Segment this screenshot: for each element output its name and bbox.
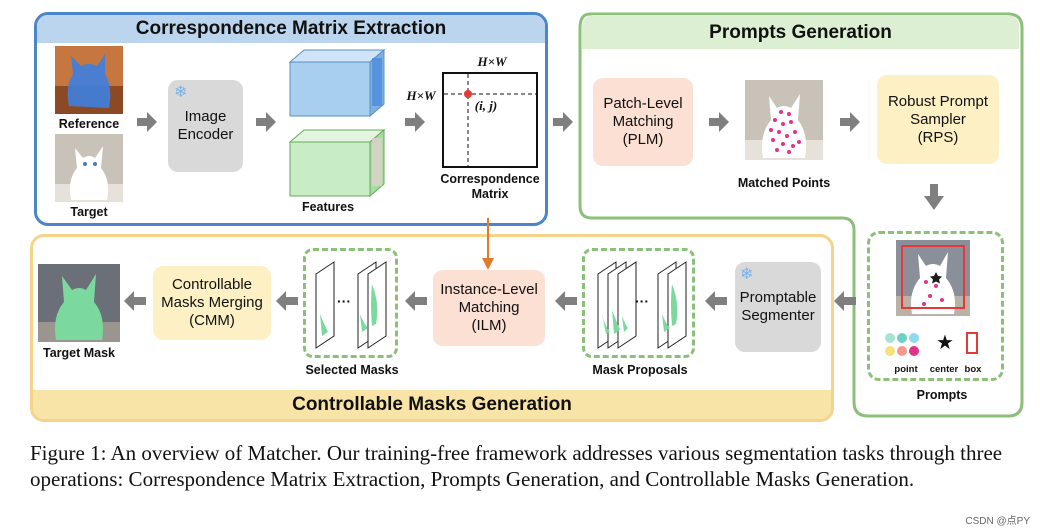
arrow-rps-to-prompts xyxy=(924,184,944,210)
arrow-ilm-to-selected xyxy=(405,291,427,311)
plm-box: Patch-Level Matching (PLM) xyxy=(593,78,693,166)
cmg-panel xyxy=(30,234,834,422)
prompts-dashed-box xyxy=(867,231,1004,381)
rps-box: Robust Prompt Sampler (RPS) xyxy=(877,75,999,164)
mask-proposals-stack xyxy=(597,261,687,349)
matrix-ij-label: (i, j) xyxy=(474,98,498,113)
prompts-image xyxy=(896,240,970,316)
image-encoder-box: Image Encoder xyxy=(168,80,243,172)
legend-point-label: point xyxy=(894,364,918,375)
corr-matrix-label: Correspondence Matrix xyxy=(440,172,540,201)
mask-proposals-label: Mask Proposals xyxy=(592,363,688,377)
legend-center-label: center xyxy=(929,364,959,375)
arrow-prompts-to-segmenter xyxy=(834,291,856,311)
arrow-images-to-encoder xyxy=(137,112,157,132)
segmenter-label: Promptable Segmenter xyxy=(739,289,817,324)
pg-panel xyxy=(578,12,1024,418)
selected-masks-ellipsis: ··· xyxy=(337,293,351,309)
matched-points-label: Matched Points xyxy=(737,176,831,190)
selected-masks-label: Selected Masks xyxy=(305,363,399,377)
arrow-cme-to-pg xyxy=(553,112,573,132)
arrow-proposals-to-ilm xyxy=(555,291,577,311)
cmg-header: Controllable Masks Generation xyxy=(33,390,831,419)
cmg-title: Controllable Masks Generation xyxy=(292,394,572,415)
image-encoder-label: Image Encoder xyxy=(177,108,234,143)
pg-header: Prompts Generation xyxy=(582,15,1019,49)
figure-caption: Figure 1: An overview of Matcher. Our tr… xyxy=(30,441,1003,491)
feature-cube-reference xyxy=(288,48,386,118)
cmm-box: Controllable Masks Merging (CMM) xyxy=(153,266,271,340)
matched-points-image xyxy=(745,80,823,160)
arrow-selected-to-cmm xyxy=(276,291,298,311)
arrow-segmenter-to-proposals xyxy=(705,291,727,311)
prompts-label: Prompts xyxy=(916,388,968,402)
snowflake-icon-encoder: ❄ xyxy=(174,84,188,101)
cme-title: Correspondence Matrix Extraction xyxy=(135,18,447,39)
selected-masks-dashed-box xyxy=(303,248,398,358)
target-mask-label: Target Mask xyxy=(42,346,115,360)
ilm-label: Instance-Level Matching (ILM) xyxy=(440,281,538,334)
matrix-hw-left: H×W xyxy=(406,88,436,103)
cmm-label: Controllable Masks Merging (CMM) xyxy=(161,276,263,329)
arrow-cmm-to-target-mask xyxy=(124,291,146,311)
target-image xyxy=(55,134,123,202)
correspondence-matrix xyxy=(442,72,538,168)
arrow-encoder-to-features xyxy=(256,112,276,132)
arrow-plm-to-points xyxy=(709,112,729,132)
legend-box-label: box xyxy=(964,364,982,375)
mask-proposals-ellipsis: ··· xyxy=(635,293,649,309)
target-mask-image xyxy=(38,264,120,342)
pg-title: Prompts Generation xyxy=(709,22,892,43)
snowflake-icon-segmenter: ❄ xyxy=(740,266,754,283)
ilm-box: Instance-Level Matching (ILM) xyxy=(433,270,545,346)
arrow-features-to-matrix xyxy=(405,112,425,132)
cme-header: Correspondence Matrix Extraction xyxy=(37,15,545,43)
rps-label: Robust Prompt Sampler (RPS) xyxy=(887,92,989,146)
cme-panel xyxy=(34,12,548,226)
plm-label: Patch-Level Matching (PLM) xyxy=(603,95,683,148)
mask-proposals-dashed-box xyxy=(582,248,695,358)
arrow-matrix-to-ilm xyxy=(482,218,494,270)
segmenter-box: Promptable Segmenter xyxy=(735,262,821,352)
box-legend-icon xyxy=(966,332,978,354)
point-legend-icon xyxy=(885,333,919,356)
selected-masks-stack xyxy=(315,261,387,349)
feature-cube-target xyxy=(288,128,386,198)
reference-label: Reference xyxy=(58,117,120,131)
watermark: CSDN @点PY xyxy=(965,516,1030,527)
arrow-points-to-rps xyxy=(840,112,860,132)
target-label: Target xyxy=(70,205,108,219)
matrix-hw-top: H×W xyxy=(477,54,507,69)
features-label: Features xyxy=(301,200,355,214)
reference-image xyxy=(55,46,123,114)
center-legend-icon: ★ xyxy=(936,332,954,354)
